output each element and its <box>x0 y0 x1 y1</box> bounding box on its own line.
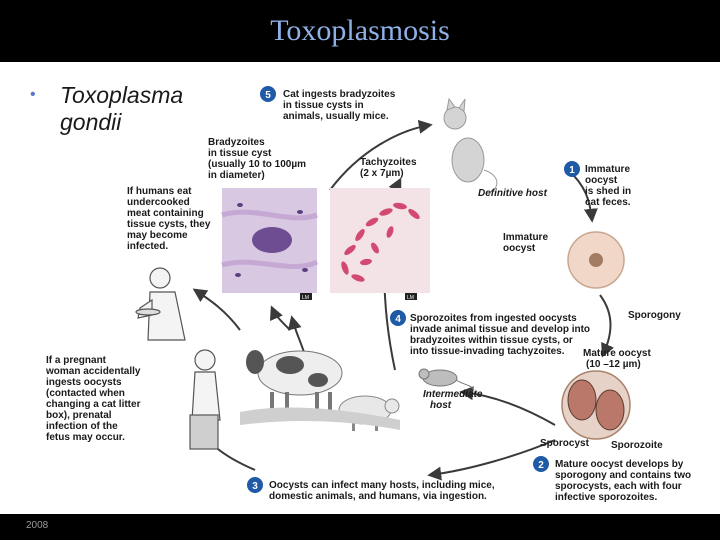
pregnant-woman-caption: If a pregnant woman accidentally ingests… <box>45 355 143 443</box>
svg-text:4: 4 <box>395 314 401 325</box>
grass <box>240 407 400 430</box>
arrow-oocyst-to-rodent <box>459 386 556 426</box>
immature-oocyst-label: Immature oocyst <box>503 232 551 254</box>
title-bar: Toxoplasmosis <box>0 0 720 62</box>
tachyzoite-micrograph: LM <box>330 188 430 301</box>
bullet-dot-icon: • <box>30 86 36 103</box>
svg-text:3: 3 <box>252 481 258 492</box>
tachyzoites-label: Tachyzoites (2 x 7µm) <box>360 157 419 179</box>
arrow-oocyst-to-hosts <box>427 439 556 481</box>
step-badge-1: 1 <box>564 161 580 177</box>
sporocyst-label: Sporocyst <box>540 438 590 449</box>
step-4-caption: Sporozoites from ingested oocysts invade… <box>410 313 593 357</box>
definitive-host-label: Definitive host <box>478 188 548 199</box>
step-badge-3: 3 <box>247 477 263 493</box>
step-2-caption: Mature oocyst develops by sporogony and … <box>555 459 694 503</box>
mature-oocyst-label: Mature oocyst (10 –12 µm) <box>583 348 654 370</box>
pregnant-woman-illustration <box>189 349 221 450</box>
lm-label-left: LM <box>302 295 309 301</box>
footer-year: 2008 <box>26 520 49 531</box>
cow-illustration <box>246 350 343 410</box>
arrow-to-cow-from-tissue <box>287 315 306 356</box>
cat-illustration <box>443 97 498 193</box>
step-badge-4: 4 <box>390 310 406 326</box>
sporozoite-label: Sporozoite <box>611 440 663 451</box>
immature-oocyst-illustration <box>567 231 625 289</box>
bradyzoites-label: Bradyzoites in tissue cyst (usually 10 t… <box>208 137 309 181</box>
step-3-caption: Oocysts can infect many hosts, including… <box>269 480 497 502</box>
arrow-cyst-to-cow <box>269 305 291 331</box>
sporogony-label: Sporogony <box>628 310 681 321</box>
tissue-cyst <box>252 227 292 253</box>
undercooked-meat-caption: If humans eat undercooked meat containin… <box>127 186 213 252</box>
arrow-mouse-to-cat <box>329 119 433 191</box>
svg-text:5: 5 <box>265 90 271 101</box>
arrow-sporogony <box>599 294 614 358</box>
arrow-human-to-meat <box>192 288 241 331</box>
rodent-illustration <box>418 368 475 391</box>
step-1-caption: Immature oocyst is shed in cat feces. <box>585 164 634 208</box>
slide-title: Toxoplasmosis <box>270 14 450 47</box>
mature-oocyst-illustration <box>561 370 631 440</box>
footer-bar: 2008 <box>0 514 720 540</box>
step-5-caption: Cat ingests bradyzoites in tissue cysts … <box>283 89 398 122</box>
svg-text:1: 1 <box>569 165 575 176</box>
step-badge-2: 2 <box>533 456 549 472</box>
intermediate-host-label: Intermediate host <box>423 389 485 411</box>
step-badge-5: 5 <box>260 86 276 102</box>
lm-label-right: LM <box>407 295 414 301</box>
svg-text:2: 2 <box>538 460 544 471</box>
bullet-text: Toxoplasma gondii <box>60 82 184 135</box>
eating-human-illustration <box>135 267 186 341</box>
bradyzoite-micrograph: LM <box>221 188 319 301</box>
